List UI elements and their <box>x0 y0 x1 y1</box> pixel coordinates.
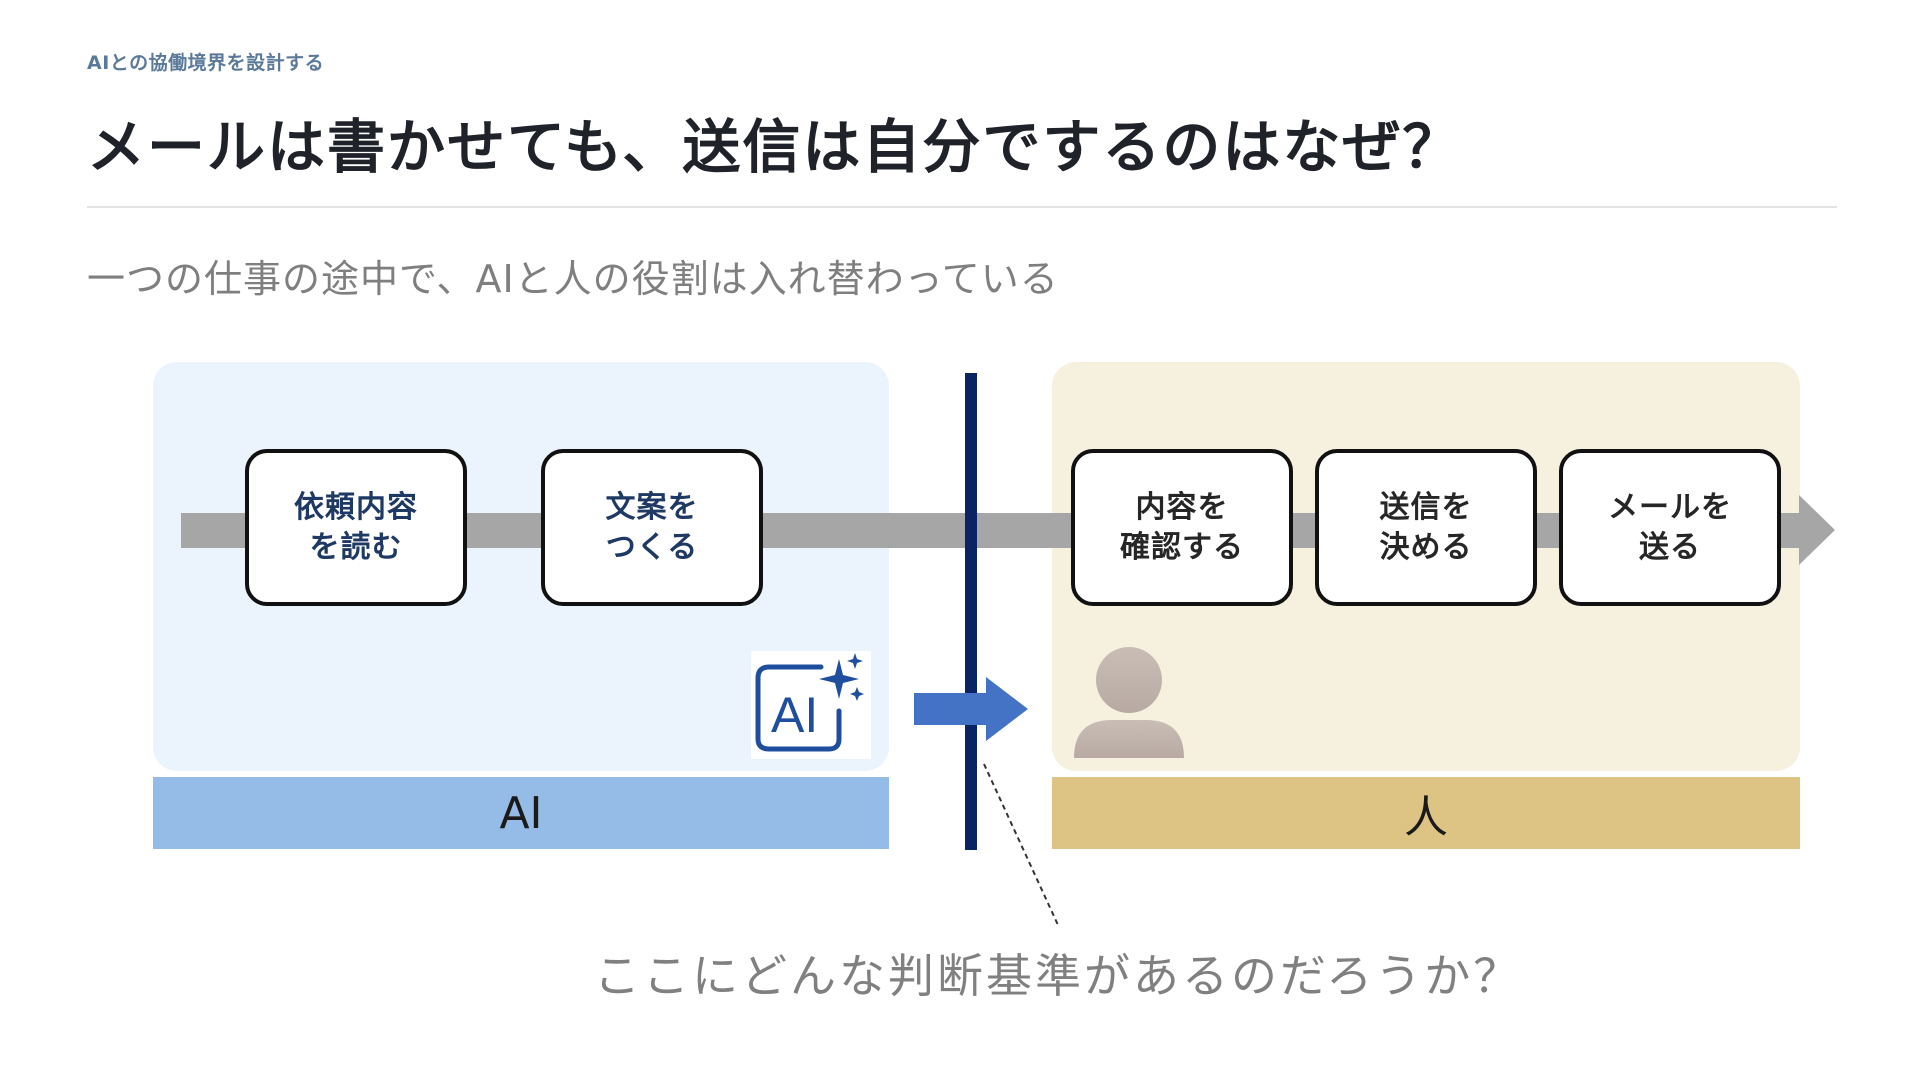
title-divider <box>87 206 1837 208</box>
step-label: 送信を 決める <box>1379 489 1473 565</box>
step-label: 文案を つくる <box>605 489 699 565</box>
human-zone-label: 人 <box>1052 777 1800 849</box>
handoff-arrow-icon <box>914 677 1028 741</box>
flow-arrowhead <box>1799 495 1835 565</box>
step-label: 依頼内容 を読む <box>294 489 418 565</box>
ai-sparkle-icon: AI <box>751 651 871 759</box>
page-subtitle: 一つの仕事の途中で、AIと人の役割は入れ替わっている <box>87 257 1059 301</box>
ai-human-boundary-line <box>965 373 977 850</box>
step-label: 内容を 確認する <box>1120 489 1244 565</box>
step-label: メールを 送る <box>1608 489 1732 565</box>
step-decide-send: 送信を 決める <box>1315 449 1537 606</box>
step-send-mail: メールを 送る <box>1559 449 1781 606</box>
step-check-content: 内容を 確認する <box>1071 449 1293 606</box>
closing-question: ここにどんな判断基準があるのだろうか？ <box>594 949 1523 1003</box>
person-icon <box>1072 646 1186 758</box>
step-draft-text: 文案を つくる <box>541 449 763 606</box>
step-read-request: 依頼内容 を読む <box>245 449 467 606</box>
ai-logo-text: AI <box>771 687 818 743</box>
ai-zone-label: AI <box>153 777 889 849</box>
breadcrumb: AIとの協働境界を設計する <box>87 52 325 74</box>
page-title: メールは書かせても、送信は自分でするのはなぜ？ <box>87 113 1463 181</box>
